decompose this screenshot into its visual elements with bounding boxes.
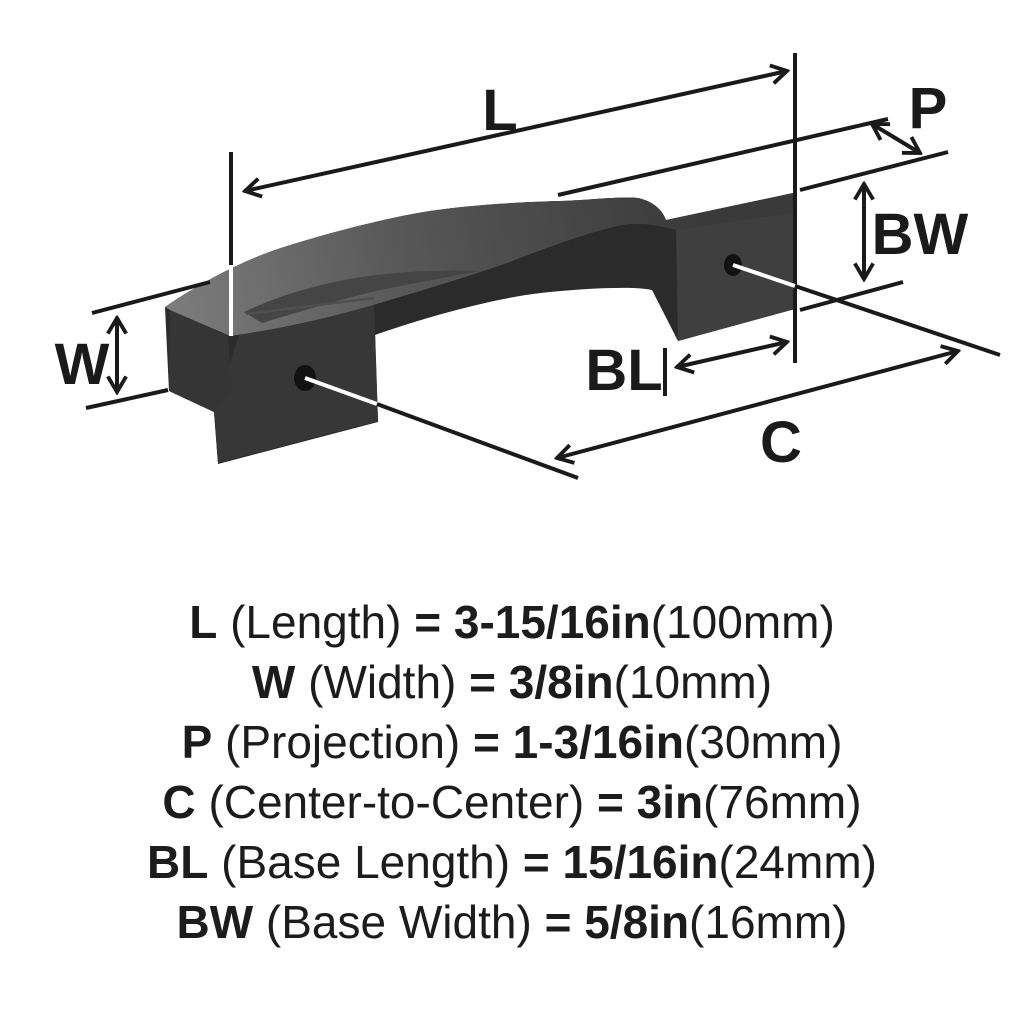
spec-value: 15/16in — [562, 836, 719, 888]
spec-metric: (10mm) — [613, 656, 773, 708]
dim-label-W: W — [55, 332, 110, 397]
dim-label-BW: BW — [872, 202, 969, 267]
spec-code: BW — [176, 896, 254, 948]
handle-diagram-svg: L P BW W BL C — [55, 53, 1001, 480]
spec-name: (Base Length) — [221, 836, 511, 888]
spec-row-base-width: BW (Base Width) = 5/8in(16mm) — [0, 892, 1024, 952]
spec-row-length: L (Length) = 3-15/16in(100mm) — [0, 592, 1024, 652]
spec-metric: (16mm) — [689, 896, 848, 948]
flange-crease — [245, 296, 375, 316]
ext-line-left-hole-white — [304, 376, 378, 406]
spec-equals: = — [522, 836, 550, 888]
spec-metric: (76mm) — [703, 776, 862, 828]
spec-name: (Length) — [230, 596, 402, 648]
dim-label-P: P — [909, 76, 948, 141]
ref-line-W-bottom — [85, 388, 169, 410]
spec-name: (Base Width) — [265, 896, 532, 948]
spec-equals: = — [414, 596, 442, 648]
ext-line-right-hole-white — [732, 263, 796, 288]
left-base-block-face — [169, 309, 232, 412]
spec-equals: = — [473, 716, 500, 768]
dim-line-C — [557, 351, 958, 458]
spec-code: P — [181, 716, 213, 768]
spec-value: 1-3/16in — [512, 716, 684, 768]
dim-label-L: L — [482, 78, 517, 143]
spec-equals: = — [544, 896, 572, 948]
spec-list: L (Length) = 3-15/16in(100mm) W (Width) … — [0, 592, 1024, 952]
spec-value: 3-15/16in — [453, 596, 651, 648]
spec-row-width: W (Width) = 3/8in(10mm) — [0, 652, 1024, 712]
dim-label-BL: BL — [585, 338, 662, 403]
spec-equals: = — [597, 776, 624, 828]
spec-equals: = — [469, 656, 497, 708]
right-base-plate-face — [676, 212, 795, 341]
finger-scoop — [244, 270, 480, 323]
spec-row-base-length: BL (Base Length) = 15/16in(24mm) — [0, 832, 1024, 892]
spec-metric: (100mm) — [650, 596, 835, 648]
ref-line-W-top — [91, 280, 211, 315]
dim-label-C: C — [760, 410, 802, 475]
ref-line-P-lower — [799, 150, 949, 192]
spec-value: 3in — [636, 776, 704, 828]
ref-line-BW-bottom — [799, 280, 904, 312]
spec-code: C — [162, 776, 196, 828]
spec-code: L — [189, 596, 218, 648]
spec-metric: (30mm) — [683, 716, 843, 768]
spec-value: 5/8in — [584, 896, 690, 948]
dimension-lines — [85, 53, 1001, 480]
ref-line-P-upper — [557, 117, 889, 197]
spec-name: (Width) — [308, 656, 457, 708]
spec-metric: (24mm) — [718, 836, 877, 888]
pull-handle-render — [165, 193, 795, 464]
spec-value: 3/8in — [508, 656, 614, 708]
spec-code: BL — [147, 836, 209, 888]
spec-row-center-to-center: C (Center-to-Center) = 3in(76mm) — [0, 772, 1024, 832]
dim-line-L — [245, 71, 787, 191]
spec-row-projection: P (Projection) = 1-3/16in(30mm) — [0, 712, 1024, 772]
dim-arrow-BL — [677, 342, 787, 367]
spec-name: (Projection) — [225, 716, 461, 768]
ext-line-left-hole — [376, 402, 579, 480]
ext-line-right-hole — [794, 284, 1001, 357]
spec-code: W — [251, 656, 296, 708]
spec-name: (Center-to-Center) — [208, 776, 585, 828]
dim-arrow-P — [872, 124, 920, 153]
